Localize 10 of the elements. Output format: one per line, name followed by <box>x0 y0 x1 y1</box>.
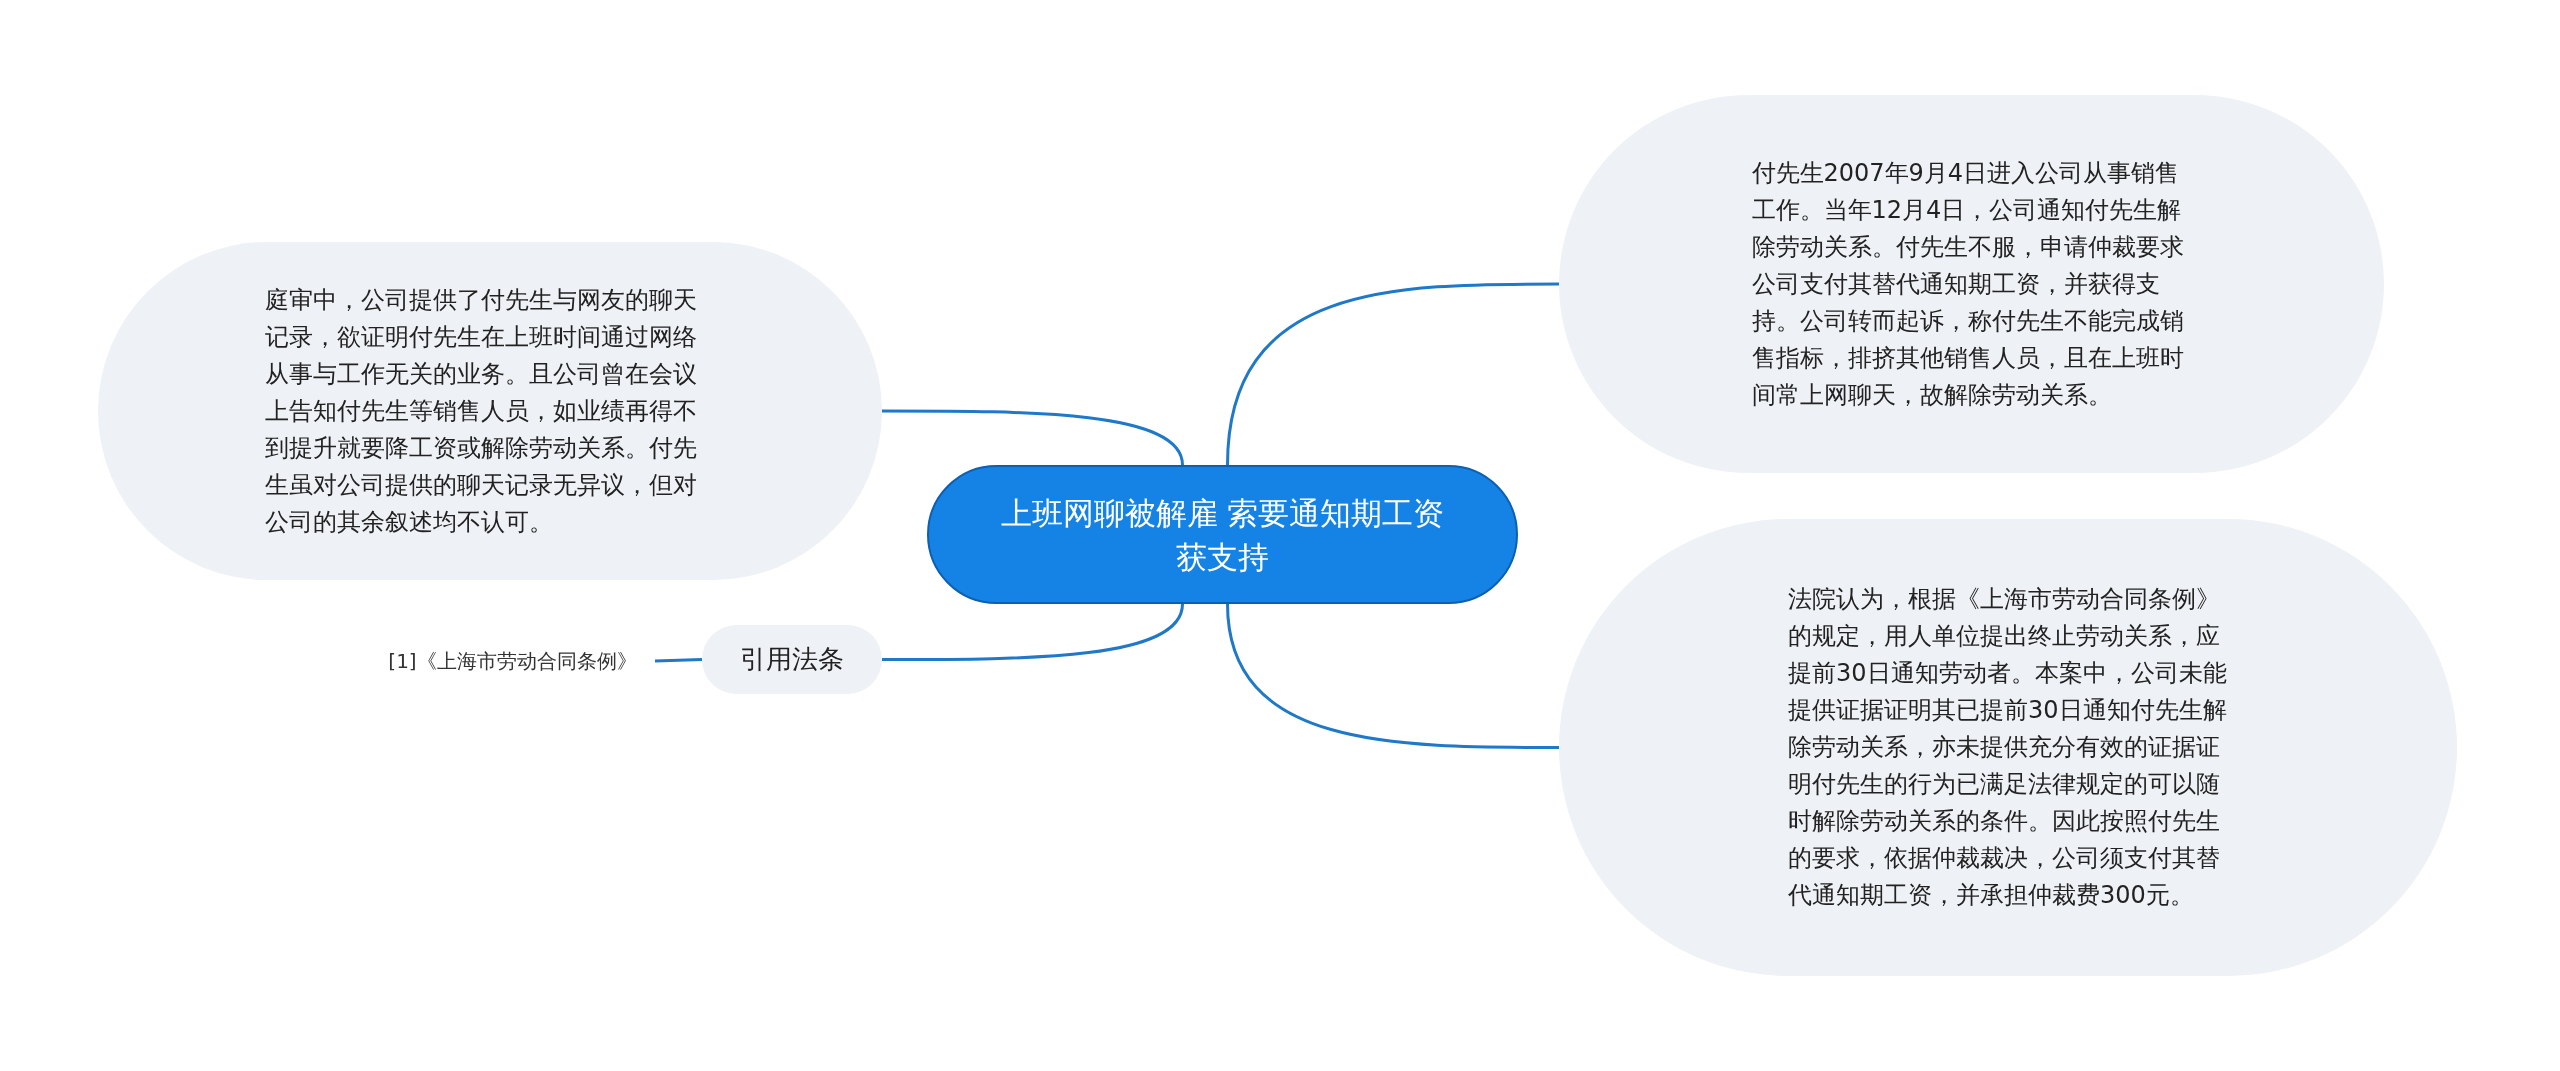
connector-line <box>882 603 1184 661</box>
connector-line <box>654 658 703 663</box>
reference-text: [1]《上海市劳动合同条例》 <box>388 647 637 675</box>
node-text: 法院认为，根据《上海市劳动合同条例》的规定，用人单位提出终止劳动关系，应提前30日通知劳动者。本案中，公司未能提供证据证明其已提前30日通知付先生解除劳动关系，亦未提供充分有效的证据证明付先生的行为已满足法律规定的可以随时解除劳动关系的条件。因此按照付先生的要求，依据仲裁裁决，公司须支付其替代通知期工资，并承担仲裁费300元。 <box>1788 584 2228 911</box>
node-text: 庭审中，公司提供了付先生与网友的聊天记录，欲证明付先生在上班时间通过网络从事与工作无关的业务。且公司曾在会议上告知付先生等销售人员，如业绩再得不到提升就要降工资或解除劳动关系。付先生虽对公司提供的聊天记录无异议，但对公司的其余叙述均不认可。 <box>265 284 698 538</box>
node-text: 付先生2007年9月4日进入公司从事销售工作。当年12月4日，公司通知付先生解除劳动关系。付先生不服，申请仲裁要求公司支付其替代通知期工资，并获得支持。公司转而起诉，称付先生不能完成销售指标，排挤其他销售人员，且在上班时间常上网聊天，故解除劳动关系。 <box>1751 157 2185 411</box>
node-text: 上班网聊被解雇 索要通知期工资获支持 <box>999 493 1446 577</box>
connector-line <box>1226 282 1559 466</box>
connector-line <box>882 409 1184 466</box>
node-text: 引用法条 <box>740 643 844 676</box>
